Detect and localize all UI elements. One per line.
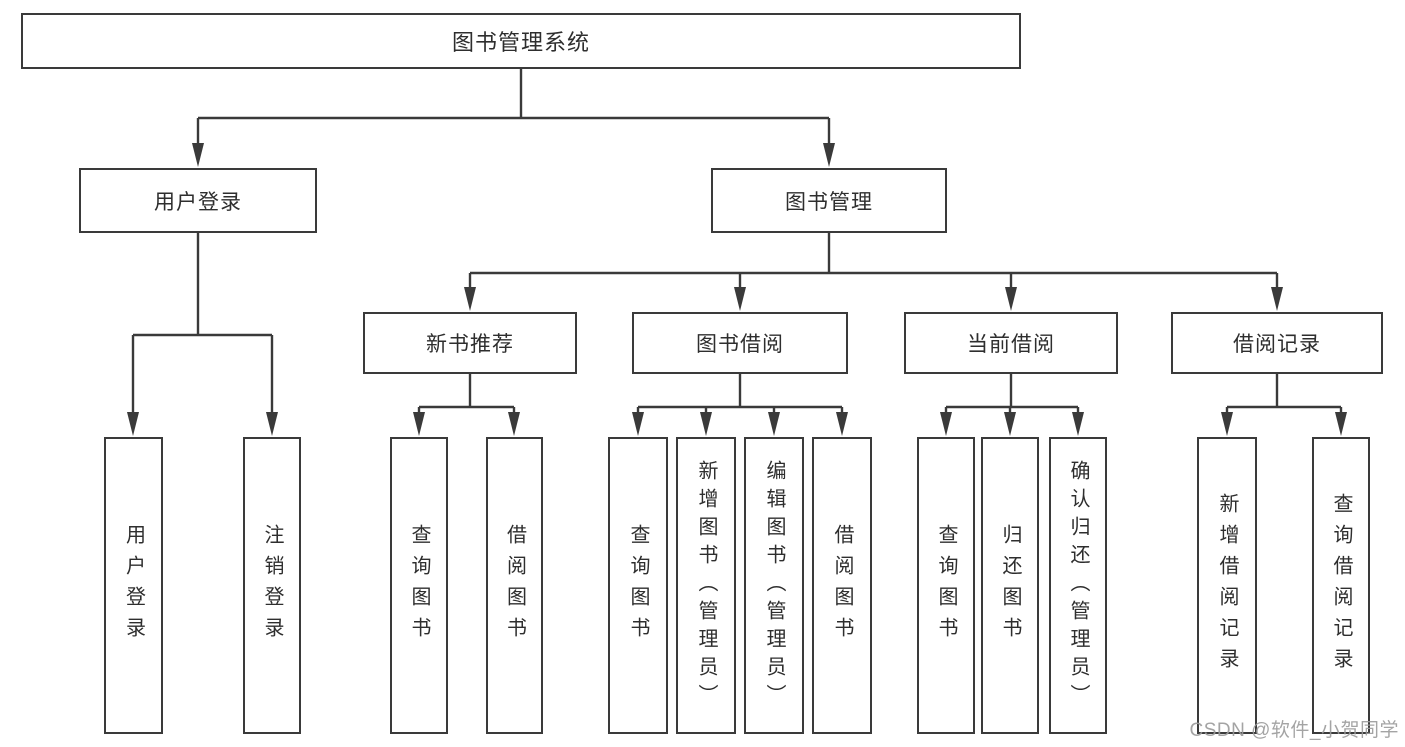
- arrow-leaf-query-3: [940, 412, 952, 436]
- node-label: 注销登录: [261, 523, 283, 648]
- leaf-edit-book-admin: 编辑图书（管理员）: [744, 437, 804, 734]
- leaf-add-borrow-record: 新增借阅记录: [1197, 437, 1257, 734]
- leaf-logout: 注销登录: [243, 437, 301, 734]
- node-label: 新增图书（管理员）: [695, 459, 717, 712]
- node-label: 新书推荐: [426, 333, 514, 356]
- arrowheads: [127, 143, 1347, 436]
- node-label: 借阅图书: [503, 523, 526, 648]
- arrow-borrow-records: [1271, 287, 1283, 311]
- node-label: 编辑图书（管理员）: [763, 459, 785, 712]
- leaf-return-book: 归还图书: [981, 437, 1039, 734]
- arrow-leaf-return: [1004, 412, 1016, 436]
- arrow-leaf-borrow-1: [508, 412, 520, 436]
- node-label: 借阅图书: [831, 523, 853, 648]
- leaf-query-books-recommend: 查询图书: [390, 437, 448, 734]
- arrow-user-login: [192, 143, 204, 167]
- arrow-leaf-user-login: [127, 412, 139, 436]
- node-label: 归还图书: [999, 523, 1021, 648]
- node-book-borrowing: 图书借阅: [632, 312, 848, 374]
- leaf-borrow-books-recommend: 借阅图书: [486, 437, 543, 734]
- watermark: CSDN @软件_小贺同学: [1189, 720, 1399, 741]
- node-label: 图书管理系统: [451, 30, 590, 55]
- arrow-leaf-add-book: [700, 412, 712, 436]
- arrow-leaf-borrow-2: [836, 412, 848, 436]
- leaf-confirm-return-admin: 确认归还（管理员）: [1049, 437, 1107, 734]
- node-label: 查询图书: [935, 523, 957, 648]
- leaf-query-borrow-record: 查询借阅记录: [1312, 437, 1370, 734]
- leaf-query-books-borrowing: 查询图书: [608, 437, 668, 734]
- arrow-leaf-query-record: [1335, 412, 1347, 436]
- arrow-leaf-confirm-return: [1072, 412, 1084, 436]
- node-book-management: 图书管理: [711, 168, 947, 233]
- node-label: 查询图书: [627, 523, 649, 648]
- arrow-leaf-edit-book: [768, 412, 780, 436]
- node-label: 图书管理: [785, 190, 873, 214]
- node-label: 图书借阅: [696, 333, 784, 356]
- node-label: 用户登录: [154, 190, 242, 214]
- leaf-borrow-books-borrowing: 借阅图书: [812, 437, 872, 734]
- arrow-leaf-logout: [266, 412, 278, 436]
- leaf-query-books-current: 查询图书: [917, 437, 975, 734]
- arrow-current-borrow: [1005, 287, 1017, 311]
- arrow-leaf-add-record: [1221, 412, 1233, 436]
- node-new-book-recommendation: 新书推荐: [363, 312, 577, 374]
- node-user-login: 用户登录: [79, 168, 317, 233]
- node-label: 当前借阅: [967, 333, 1055, 356]
- node-label: 查询图书: [408, 523, 430, 648]
- arrow-book-management: [823, 143, 835, 167]
- node-library-management-system: 图书管理系统: [21, 13, 1021, 69]
- arrow-leaf-query-1: [413, 412, 425, 436]
- leaf-user-login: 用户登录: [104, 437, 163, 734]
- arrow-new-book: [464, 287, 476, 311]
- node-label: 借阅记录: [1233, 333, 1321, 356]
- leaf-add-book-admin: 新增图书（管理员）: [676, 437, 736, 734]
- arrow-leaf-query-2: [632, 412, 644, 436]
- node-label: 新增借阅记录: [1216, 492, 1238, 679]
- node-label: 查询借阅记录: [1330, 492, 1352, 679]
- node-label: 用户登录: [122, 523, 145, 648]
- arrow-book-borrow: [734, 287, 746, 311]
- node-label: 确认归还（管理员）: [1067, 459, 1089, 712]
- node-current-borrowing: 当前借阅: [904, 312, 1118, 374]
- node-borrowing-records: 借阅记录: [1171, 312, 1383, 374]
